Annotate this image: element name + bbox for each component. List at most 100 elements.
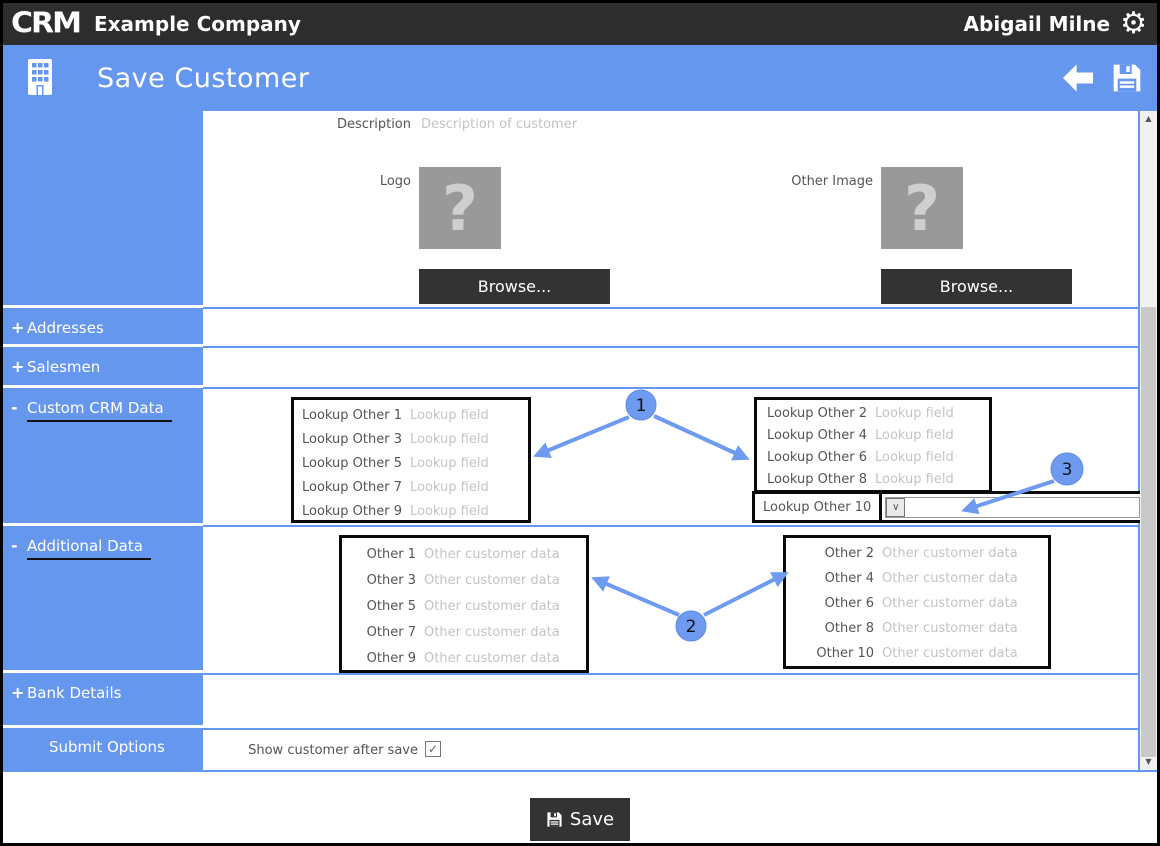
field-input[interactable]: Lookup field: [410, 455, 489, 471]
field-label: Other 2: [824, 546, 874, 561]
logo-browse-button[interactable]: Browse...: [419, 269, 610, 304]
sidebar-item-additional-data[interactable]: -Additional Data: [3, 526, 203, 674]
field-label: Other 9: [366, 650, 416, 666]
field-input[interactable]: Lookup field: [410, 503, 489, 519]
field-input[interactable]: Lookup field: [410, 407, 489, 423]
other-image-browse-button[interactable]: Browse...: [881, 269, 1072, 304]
field-row: Lookup Other 6 Lookup field: [757, 446, 989, 468]
combobox-dropdown-icon[interactable]: ∨: [886, 497, 906, 517]
field-input[interactable]: Lookup field: [410, 431, 489, 447]
page-header: Save Customer: [3, 45, 1157, 111]
top-bar: CRM Example Company Abigail Milne ⚙: [3, 3, 1157, 45]
sidebar: +Addresses+Salesmen-Custom CRM Data-Addi…: [3, 111, 203, 770]
field-input[interactable]: Other customer data: [882, 546, 1018, 561]
lookup-other-10-box: Lookup Other 10 ∨: [752, 491, 1146, 523]
field-input[interactable]: Lookup field: [875, 449, 954, 465]
field-label: Other 10: [816, 646, 874, 661]
field-label: Lookup Other 1: [302, 407, 402, 423]
show-customer-after-save-label: Show customer after save: [248, 743, 418, 758]
sidebar-item-custom-crm-data[interactable]: -Custom CRM Data: [3, 388, 203, 526]
field-input[interactable]: Other customer data: [882, 596, 1018, 611]
field-input[interactable]: Other customer data: [424, 572, 560, 588]
settings-gear-icon[interactable]: ⚙: [1120, 6, 1147, 41]
field-row: Lookup Other 7 Lookup field: [294, 475, 528, 499]
sidebar-item-label: Salesmen: [27, 358, 101, 377]
expand-collapse-icon: +: [11, 318, 25, 338]
footer: Save: [3, 772, 1157, 843]
section-addresses: [203, 309, 1138, 348]
crm-logo: CRM: [11, 6, 82, 41]
field-label: Lookup Other 4: [767, 427, 867, 443]
sidebar-item-label: Additional Data: [27, 536, 151, 560]
field-label: Lookup Other 8: [767, 471, 867, 487]
save-button[interactable]: Save: [530, 798, 630, 841]
scrollbar-up-arrow[interactable]: ▲: [1145, 114, 1152, 123]
section-bank-details: [203, 675, 1138, 730]
user-name[interactable]: Abigail Milne: [963, 12, 1111, 36]
field-row: Other 5 Other customer data: [342, 593, 586, 619]
field-row: Lookup Other 1 Lookup field: [294, 403, 528, 427]
field-label: Lookup Other 7: [302, 479, 402, 495]
building-icon: [28, 59, 52, 95]
back-arrow-icon[interactable]: [1061, 63, 1095, 93]
save-icon[interactable]: [1111, 62, 1143, 94]
field-label: Other 6: [824, 596, 874, 611]
field-input[interactable]: Other customer data: [424, 546, 560, 562]
field-input[interactable]: Other customer data: [424, 624, 560, 640]
field-input[interactable]: Lookup field: [410, 479, 489, 495]
field-row: Other 8 Other customer data: [786, 616, 1048, 641]
sidebar-item-submit-options[interactable]: Submit Options: [3, 728, 203, 770]
sidebar-item-salesmen[interactable]: +Salesmen: [3, 347, 203, 389]
field-input[interactable]: Other customer data: [882, 571, 1018, 586]
save-button-label: Save: [569, 809, 615, 830]
field-row: Other 9 Other customer data: [342, 645, 586, 671]
field-input[interactable]: Other customer data: [882, 621, 1018, 636]
field-label: Lookup Other 2: [767, 405, 867, 421]
sidebar-item-label: Addresses: [27, 319, 104, 338]
other-image-label: Other Image: [791, 174, 873, 189]
description-input[interactable]: Description of customer: [421, 117, 578, 132]
sidebar-item-bank-details[interactable]: +Bank Details: [3, 673, 203, 729]
other-image-placeholder: ?: [881, 167, 963, 249]
field-label: Other 4: [824, 571, 874, 586]
field-label: Other 8: [824, 621, 874, 636]
lookup-other-10-label: Lookup Other 10: [755, 494, 883, 520]
field-input[interactable]: Lookup field: [875, 427, 954, 443]
save-button-floppy-icon: [547, 812, 562, 827]
field-input[interactable]: Other customer data: [424, 598, 560, 614]
field-row: Lookup Other 3 Lookup field: [294, 427, 528, 451]
sidebar-item-label: Bank Details: [27, 684, 122, 703]
logo-label: Logo: [379, 174, 411, 189]
field-row: Lookup Other 2 Lookup field: [757, 402, 989, 424]
section-submit-options: Show customer after save ✓: [203, 730, 1138, 772]
sidebar-item-addresses[interactable]: +Addresses: [3, 308, 203, 348]
show-customer-after-save-checkbox[interactable]: ✓: [425, 741, 441, 757]
scrollbar-down-arrow[interactable]: ▼: [1145, 757, 1152, 766]
company-name: Example Company: [93, 12, 301, 36]
logo-image-placeholder: ?: [419, 167, 501, 249]
field-input[interactable]: Other customer data: [882, 646, 1018, 661]
field-input[interactable]: Lookup field: [875, 471, 954, 487]
field-label: Lookup Other 3: [302, 431, 402, 447]
field-label: Other 3: [366, 572, 416, 588]
scrollbar-thumb[interactable]: [1141, 307, 1156, 757]
field-label: Other 5: [366, 598, 416, 614]
field-row: Lookup Other 8 Lookup field: [757, 468, 989, 490]
lookup-other-10-combobox[interactable]: ∨: [885, 496, 1140, 518]
field-input[interactable]: Other customer data: [424, 650, 560, 666]
expand-collapse-icon: -: [11, 535, 18, 555]
field-label: Lookup Other 6: [767, 449, 867, 465]
sidebar-item-label: Custom CRM Data: [27, 399, 172, 423]
section-salesmen: [203, 348, 1138, 389]
field-input[interactable]: Lookup field: [875, 405, 954, 421]
section-general: Description Description of customer Logo…: [203, 111, 1138, 309]
expand-collapse-icon: -: [11, 398, 18, 418]
